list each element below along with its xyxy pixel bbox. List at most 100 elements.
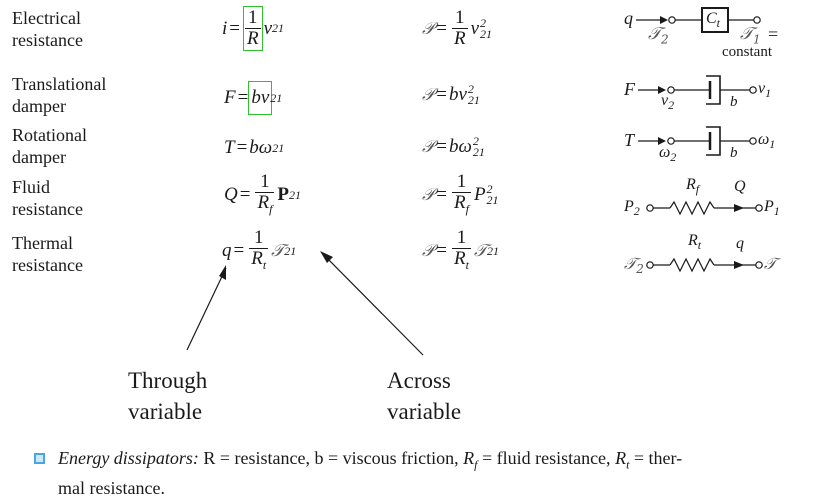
row-name-line: damper <box>12 96 66 116</box>
footer-sub: f <box>474 457 478 472</box>
diagram-label: v1 <box>758 80 771 101</box>
across-arrow-head <box>320 251 333 263</box>
row-name-translational: Translational damper <box>12 73 106 117</box>
row-name-line: Thermal <box>12 233 73 253</box>
diagram-thermal-resistor <box>646 257 763 273</box>
diagram-fluid-resistor <box>646 200 763 216</box>
diagram-label: q <box>736 235 744 252</box>
power-symbol: 𝒫 <box>422 137 435 157</box>
arrow-head <box>658 86 666 94</box>
power-den-sub: t <box>465 257 469 272</box>
row-name-fluid: Fluid resistance <box>12 176 83 220</box>
footer-sym: R <box>463 448 475 468</box>
diag-sub: 1 <box>765 86 772 101</box>
diag-sub: 2 <box>633 204 640 219</box>
eq-sub: 21 <box>272 140 285 155</box>
diag-sym: 𝒯 <box>624 254 637 273</box>
eq-fraction: 1 Rt <box>249 227 269 275</box>
power-sub: 21 <box>472 145 485 159</box>
power-sup: 2 <box>486 182 493 197</box>
eq-var: v <box>263 17 273 39</box>
row-name-line: Rotational <box>12 125 87 145</box>
terminal-node <box>749 86 757 94</box>
eq-sub: 21 <box>289 187 302 202</box>
row-name-line: resistance <box>12 255 83 275</box>
across-variable-label: Across variable <box>387 365 461 427</box>
power-electrical: 𝒫 = 1 R v 2 21 <box>422 7 493 49</box>
row-name-line: Electrical <box>12 8 81 28</box>
eq-coef: b <box>249 137 259 158</box>
diag-sub: 1 <box>753 32 761 47</box>
power-sup: 2 <box>480 15 487 30</box>
diagram-label: 𝒯1 <box>740 24 761 46</box>
diagram-label: 𝒯 <box>764 254 777 273</box>
across-arrow-line <box>321 252 424 356</box>
eq-var: ω <box>258 137 273 158</box>
eq-sub: 21 <box>270 90 283 105</box>
terminal-node <box>749 137 757 145</box>
eq-num: 1 <box>253 227 264 248</box>
diagram-label: Rt <box>688 232 701 253</box>
row-name-line: resistance <box>12 199 83 219</box>
footer-text: R = resistance, b = viscous friction, <box>198 448 464 468</box>
power-var: 𝒯 <box>473 241 487 262</box>
annot-line: Through <box>128 368 208 393</box>
footer-note: Energy dissipators: R = resistance, b = … <box>58 447 818 500</box>
diag-sym: v <box>661 92 669 109</box>
power-symbol: 𝒫 <box>422 18 435 39</box>
diagram-equals: = <box>768 24 779 44</box>
through-variable-label: Through variable <box>128 365 207 427</box>
power-symbol: 𝒫 <box>422 85 435 105</box>
eq-var: P <box>277 184 290 206</box>
through-arrow-head <box>219 265 226 280</box>
through-arrow-line <box>186 267 227 351</box>
diagram-label: P2 <box>624 198 640 219</box>
eq-lhs: F <box>224 87 236 108</box>
power-var: ω <box>458 136 472 157</box>
diag-sym: ω <box>758 131 770 148</box>
power-var: P <box>473 184 486 206</box>
diagram-label: ω1 <box>758 131 775 152</box>
eq-den: R <box>251 248 263 269</box>
power-num: 1 <box>456 171 467 192</box>
diagram-label: Q <box>734 178 746 195</box>
diagram-label: P1 <box>764 198 780 219</box>
footer-sub: t <box>626 457 630 472</box>
annot-line: variable <box>128 399 203 424</box>
eq-var: 𝒯 <box>271 241 285 262</box>
diagram-label: F <box>624 79 635 99</box>
eq-lhs: i <box>222 17 228 39</box>
row-name-line: resistance <box>12 30 83 50</box>
diagram-rotational-damper <box>638 126 757 156</box>
equation-translational: F = bv 21 <box>224 81 283 115</box>
row-name-electrical: Electrical resistance <box>12 7 83 51</box>
power-num: 1 <box>456 227 467 248</box>
row-name-line: damper <box>12 147 66 167</box>
diagram-label: 𝒯2 <box>624 254 644 276</box>
eq-num: 1 <box>248 7 258 28</box>
power-fraction: 1 Rf <box>451 171 471 219</box>
footer-sym: R <box>615 448 627 468</box>
diagram-translational-damper <box>638 75 757 105</box>
power-sup: 2 <box>467 82 474 96</box>
diag-sub: 2 <box>636 262 644 277</box>
eq-var: v <box>260 87 270 108</box>
power-fraction: 1 Rt <box>451 227 471 275</box>
power-den-sub: f <box>465 201 469 216</box>
eq-coef-highlighted: bv <box>248 81 273 115</box>
power-num: 1 <box>455 7 465 28</box>
annot-line: variable <box>387 399 462 424</box>
eq-lhs: T <box>224 137 235 158</box>
diag-sub: f <box>695 182 700 197</box>
eq-den: R <box>245 28 261 49</box>
box-letter: C <box>706 10 717 27</box>
diagram-box-label: Ct <box>706 10 720 31</box>
bullet-icon <box>34 453 45 464</box>
eq-lhs: Q <box>224 184 238 206</box>
arrow-head <box>734 204 744 212</box>
